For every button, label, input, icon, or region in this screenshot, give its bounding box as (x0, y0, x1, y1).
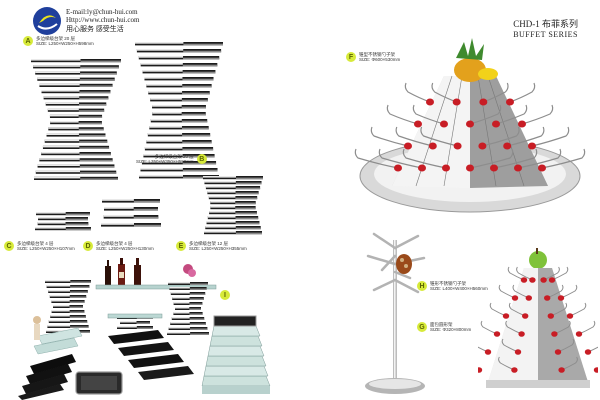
product-g-label: G 面包圆形架 SIZE: Φ320×800mm (417, 322, 471, 332)
product-f-name: 锥型不锈钢勺子架 (359, 52, 395, 57)
product-i-right-stand (167, 282, 209, 335)
product-e-size: SIZE: L250×W250×H355mm (189, 246, 247, 251)
product-c-stack (35, 212, 91, 231)
product-f-badge: F (346, 52, 356, 62)
product-a-size: SIZE: L250×W250×H598mm (36, 41, 94, 46)
product-b-name: 多边梯级台架 20 层 (154, 154, 194, 159)
product-i-image (18, 258, 271, 400)
product-g-badge: G (417, 322, 427, 332)
product-f-label: F 锥型不锈钢勺子架 SIZE: Φ600×530mm (346, 52, 400, 62)
product-c-size: SIZE: L250×W250×H107mm (17, 246, 75, 251)
product-h-spoons (478, 266, 598, 373)
product-c-image (35, 212, 91, 231)
product-d-label: D 多边梯级台架 4 层 SIZE: L250×W250×H130mm (83, 241, 154, 251)
product-e-label: E 多边梯级台架 12 层 SIZE: L250×W250×H355mm (176, 241, 247, 251)
website-text: Http://www.chun-hui.com (66, 16, 140, 24)
product-b-size: SIZE: L350×W350×H598mm (136, 159, 194, 164)
product-f-image (354, 38, 586, 213)
series-title: CHD-1 布菲系列 BUFFET SERIES (513, 17, 578, 39)
product-f-size: SIZE: Φ600×530mm (359, 57, 401, 62)
product-c-name: 多边梯级台架 4 层 (17, 241, 54, 246)
product-e-image (203, 176, 263, 235)
contact-block: E-mail:ly@chun-hui.com Http://www.chun-h… (66, 8, 139, 34)
product-e-stack (203, 176, 263, 235)
product-g-image (365, 232, 426, 394)
product-a-name: 多边梯级台架 20 层 (36, 36, 76, 41)
product-c-badge: C (4, 241, 14, 251)
product-h-label: H 锥形不锈钢勺子架 SIZE: L400×W400×H560mm (417, 281, 488, 291)
slogan-text: 用心服务 感受生活 (66, 25, 124, 33)
company-logo (32, 6, 62, 36)
product-h-size: SIZE: L400×W400×H560mm (430, 286, 488, 291)
product-h-image (478, 248, 598, 388)
product-g-name: 面包圆形架 (430, 322, 453, 327)
product-a-label: A 多边梯级台架 20 层 SIZE: L250×W250×H598mm (23, 36, 94, 46)
product-i-label: I (220, 290, 233, 300)
product-f-spoons (354, 82, 586, 172)
product-d-stack (101, 199, 161, 227)
series-code: CHD-1 布菲系列 (513, 19, 578, 29)
glass-steps-left (33, 327, 83, 355)
wine-bottles (105, 258, 141, 286)
glass-stairs-right (201, 315, 271, 394)
product-i-left-stand (45, 280, 91, 333)
product-d-name: 多边梯级台架 4 层 (96, 241, 133, 246)
product-d-size: SIZE: L250×W250×H130mm (96, 246, 154, 251)
product-d-badge: D (83, 241, 93, 251)
product-h-badge: H (417, 281, 427, 291)
email-text: E-mail:ly@chun-hui.com (66, 8, 138, 16)
product-b-label: 多边梯级台架 20 层 SIZE: L350×W350×H598mm B (136, 154, 207, 164)
black-steps-left (18, 354, 76, 400)
product-a-badge: A (23, 36, 33, 46)
product-c-label: C 多边梯级台架 4 层 SIZE: L250×W250×H107mm (4, 241, 75, 251)
product-a-stack (31, 59, 121, 180)
product-e-badge: E (176, 241, 186, 251)
product-b-badge: B (196, 154, 207, 164)
product-a-image (31, 59, 121, 180)
series-name: BUFFET SERIES (513, 30, 578, 39)
product-e-name: 多边梯级台架 12 层 (189, 241, 229, 246)
product-h-name: 锥形不锈钢勺子架 (430, 281, 466, 286)
product-g-size: SIZE: Φ320×800mm (430, 327, 472, 332)
product-i-badge: I (220, 290, 230, 300)
product-d-image (101, 199, 161, 227)
black-steps-center (108, 330, 194, 380)
